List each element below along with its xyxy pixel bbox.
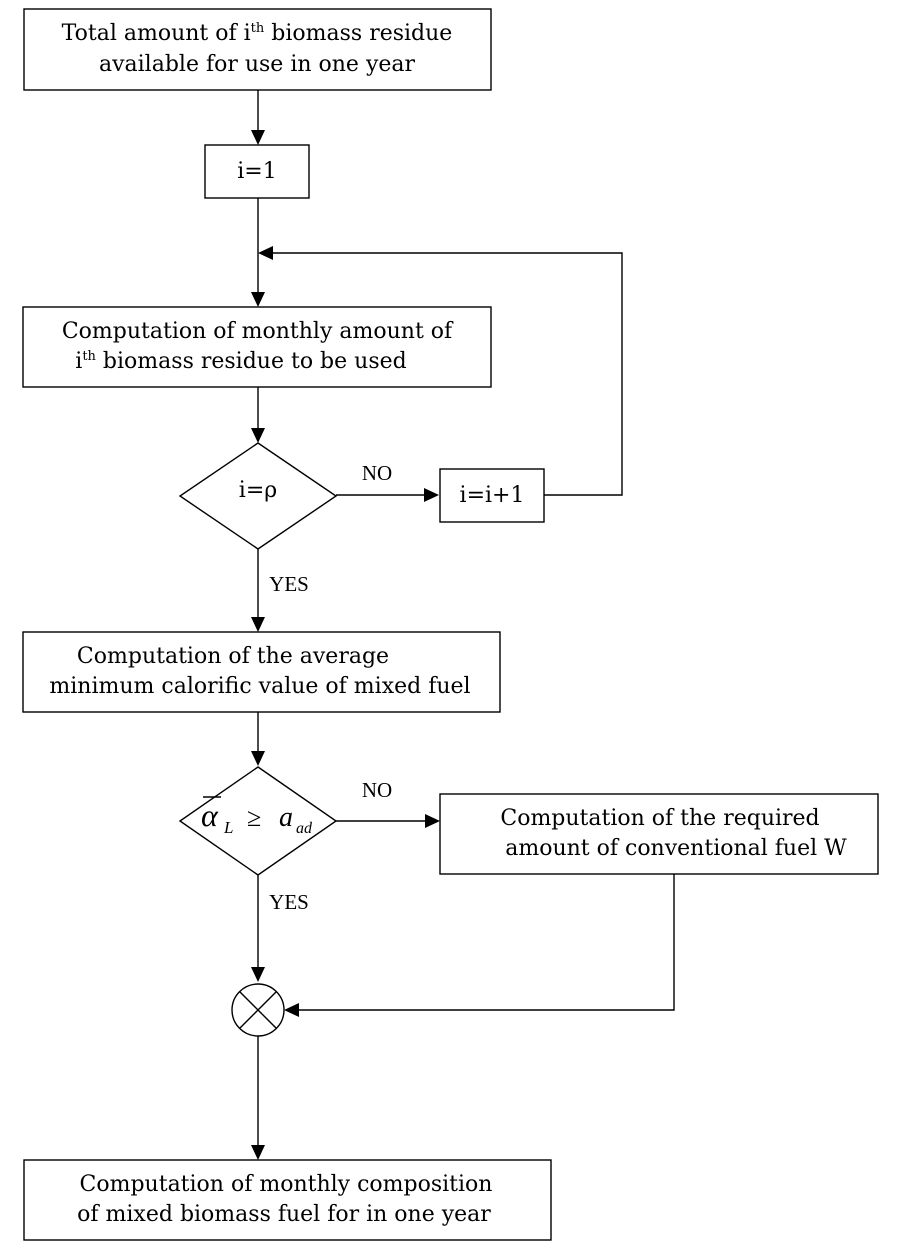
monthly-amount-line2-pre: i xyxy=(75,349,82,374)
node-final-composition: Computation of monthly composition of mi… xyxy=(23,1159,552,1241)
total-amount-line1-pre: Total amount of i xyxy=(62,21,251,46)
node-avg-calorific: Computation of the average minimum calor… xyxy=(22,631,501,713)
edge-init-to-monthly xyxy=(251,198,265,307)
edge-loop-back xyxy=(258,246,623,496)
edge-alpha-no-label: NO xyxy=(362,778,392,802)
init-i-label: i=1 xyxy=(237,159,276,184)
node-init-i: i=1 xyxy=(204,144,310,199)
decision-a-sub: ad xyxy=(296,820,313,837)
decision-alpha-sub: L xyxy=(223,818,233,837)
node-total-amount: Total amount of ith biomass residue avai… xyxy=(23,8,492,91)
edge-total-to-init xyxy=(251,90,265,145)
decision-a-symbol: a xyxy=(279,802,293,833)
edge-junction-to-final xyxy=(251,1036,265,1160)
edge-avg-to-alpha xyxy=(251,712,265,766)
edge-rho-no-label: NO xyxy=(362,461,392,485)
edge-fuel-to-junction xyxy=(284,874,675,1017)
final-composition-line2: of mixed biomass fuel for in one year xyxy=(77,1202,491,1227)
edge-alpha-no: NO xyxy=(336,778,440,828)
node-increment-i: i=i+1 xyxy=(439,468,545,523)
decision-alpha-symbol: α xyxy=(201,797,219,833)
junction-node xyxy=(231,983,285,1037)
total-amount-line1-sup: th xyxy=(251,21,265,36)
avg-calorific-line2: minimum calorific value of mixed fuel xyxy=(49,674,470,699)
total-amount-line1-post: biomass residue xyxy=(264,21,452,46)
node-monthly-amount: Computation of monthly amount of ith bio… xyxy=(22,306,492,388)
svg-text:Total amount of ith biomass re: Total amount of ith biomass residue xyxy=(62,21,453,46)
edge-alpha-yes-label: YES xyxy=(269,890,309,914)
decision-operator: ≥ xyxy=(247,803,261,832)
monthly-amount-line2-post: biomass residue to be used xyxy=(96,349,407,374)
node-conventional-fuel: Computation of the required amount of co… xyxy=(439,793,879,875)
edge-rho-no: NO xyxy=(336,461,439,502)
conventional-fuel-line1: Computation of the required xyxy=(500,806,819,831)
final-composition-line1: Computation of monthly composition xyxy=(80,1172,493,1197)
total-amount-line2: available for use in one year xyxy=(99,52,416,77)
edge-rho-yes: YES xyxy=(251,549,309,632)
monthly-amount-line2-sup: th xyxy=(82,349,96,364)
monthly-amount-line1: Computation of monthly amount of xyxy=(62,319,454,344)
edge-monthly-to-rho xyxy=(251,387,265,443)
increment-i-label: i=i+1 xyxy=(460,483,525,508)
decision-rho-label: i=ρ xyxy=(239,478,277,503)
avg-calorific-line1: Computation of the average xyxy=(77,644,389,669)
node-decision-rho: i=ρ xyxy=(178,442,338,550)
edge-alpha-yes: YES xyxy=(251,875,309,982)
svg-text:ith biomass residue to be used: ith biomass residue to be used xyxy=(75,349,406,374)
edge-rho-yes-label: YES xyxy=(269,572,309,596)
node-decision-alpha: α L ≥ a ad xyxy=(178,766,338,876)
conventional-fuel-line2: amount of conventional fuel W xyxy=(505,836,847,861)
